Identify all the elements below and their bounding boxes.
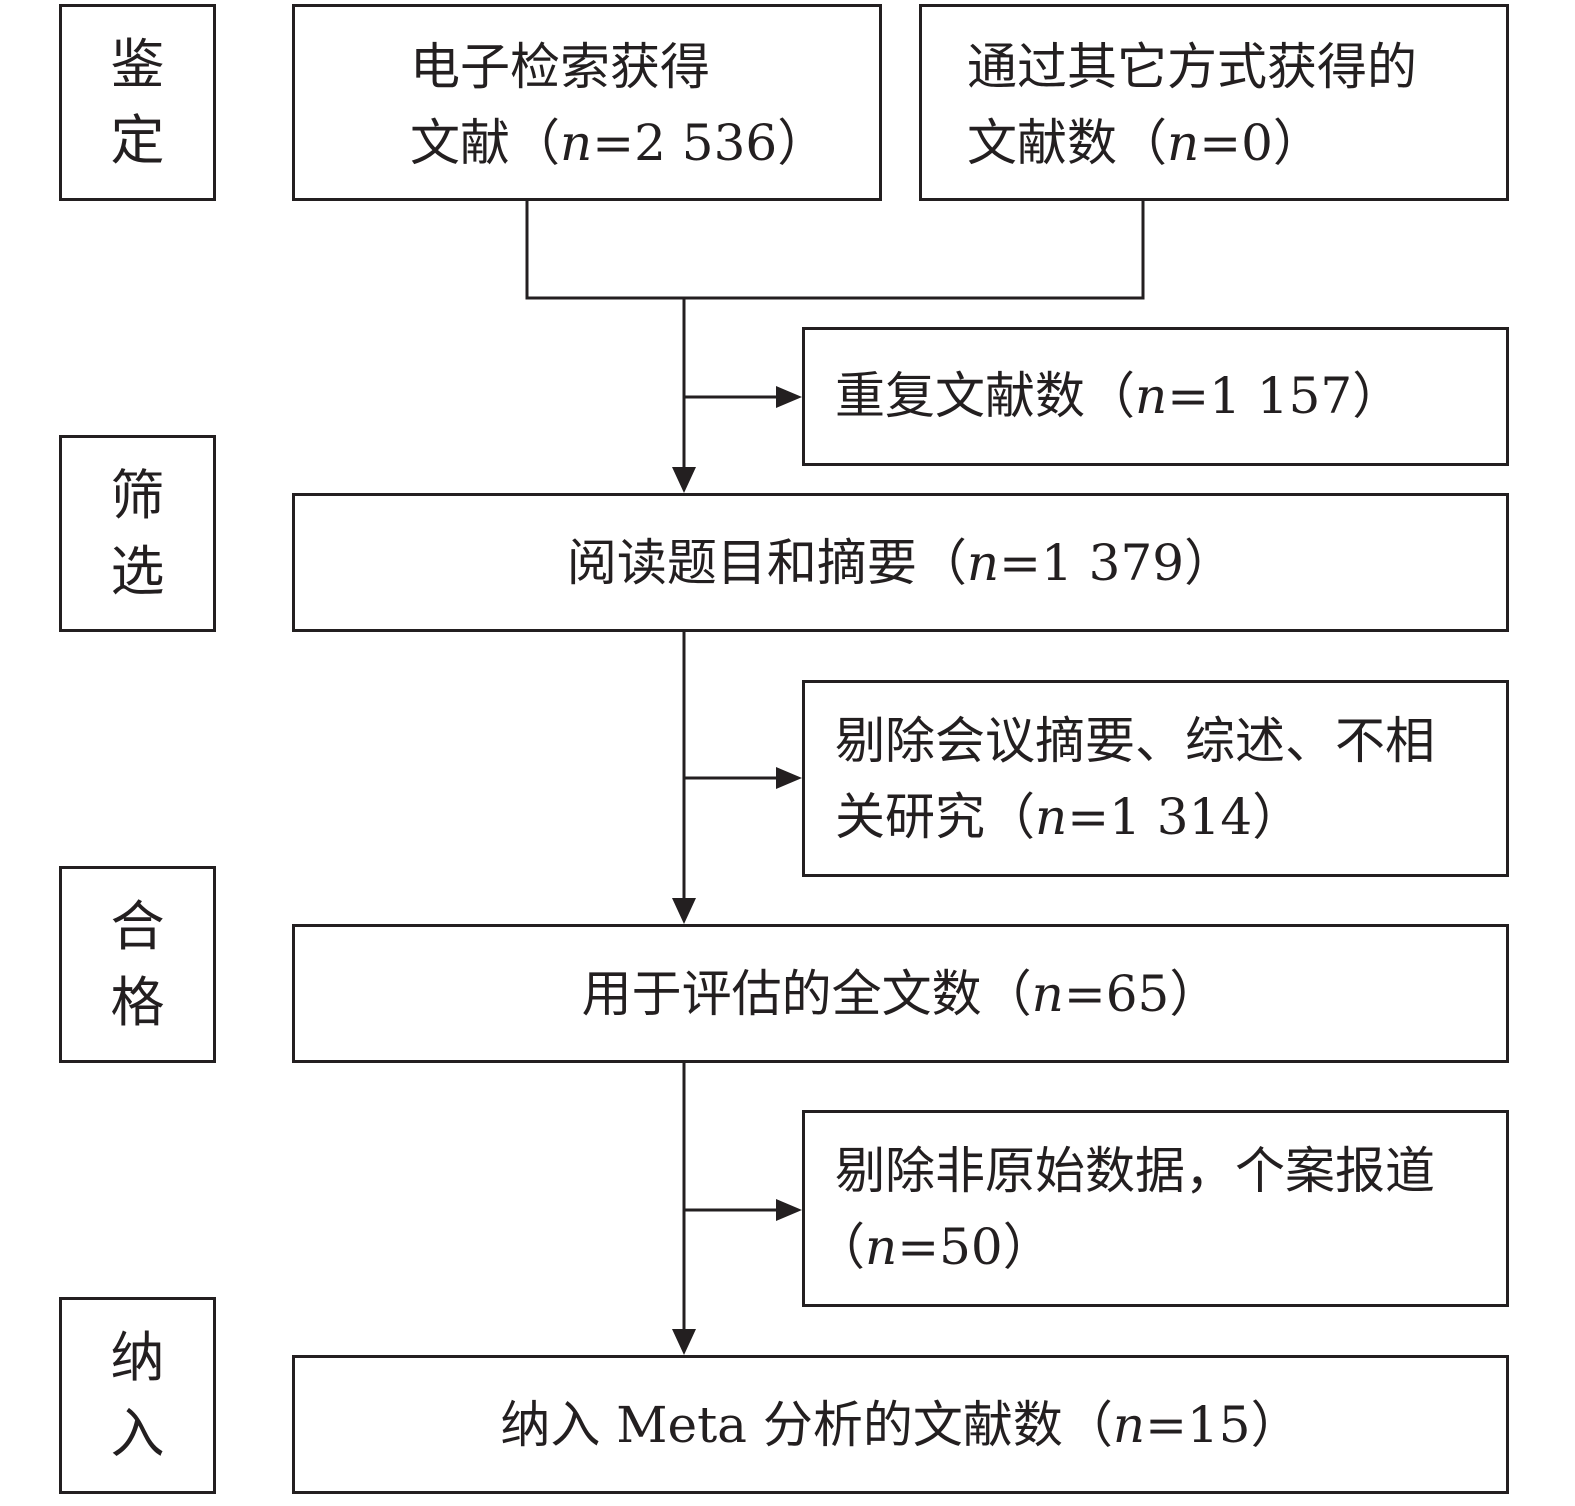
- electronic-search-count: =2 536）: [592, 114, 828, 172]
- excluded-non-original-prefix: （: [815, 1218, 865, 1276]
- title-abstract-text: 阅读题目和摘要（n=1 379）: [567, 525, 1234, 601]
- stage-eligibility: 合 格: [59, 866, 216, 1063]
- electronic-search-line-2: 文献（n=2 536）: [410, 105, 827, 181]
- box-full-text: 用于评估的全文数（n=65）: [292, 924, 1509, 1063]
- meta-included-prefix: 纳入 Meta 分析的文献数（: [500, 1395, 1113, 1454]
- excluded-non-original-line-1: 剔除非原始数据，个案报道: [835, 1142, 1435, 1200]
- stage-identification-char-2: 定: [110, 108, 165, 172]
- full-text-count: =65）: [1063, 964, 1220, 1023]
- electronic-search-line-1: 电子检索获得: [410, 38, 710, 96]
- electronic-search-prefix: 文献（: [410, 114, 560, 172]
- duplicates-count: =1 157）: [1167, 367, 1403, 425]
- full-text-prefix: 用于评估的全文数（: [581, 964, 1032, 1023]
- arrow-down-to-full-text: [672, 898, 696, 924]
- title-abstract-n-symbol: n: [966, 533, 1000, 592]
- title-abstract-count: =1 379）: [999, 533, 1235, 592]
- stage-included-char-2: 入: [110, 1401, 165, 1465]
- other-sources-n-symbol: n: [1167, 114, 1200, 172]
- full-text-text: 用于评估的全文数（n=65）: [582, 956, 1220, 1032]
- box-duplicates: 重复文献数（n=1 157）: [802, 327, 1509, 466]
- excluded-non-original-n-symbol: n: [865, 1218, 898, 1276]
- box-electronic-search: 电子检索获得 文献（n=2 536）: [292, 4, 882, 201]
- box-excluded-reviews: 剔除会议摘要、综述、不相 关研究（n=1 314）: [802, 680, 1509, 877]
- stage-identification: 鉴 定: [59, 4, 216, 201]
- box-meta-included: 纳入 Meta 分析的文献数（n=15）: [292, 1355, 1509, 1494]
- excluded-reviews-line-1: 剔除会议摘要、综述、不相: [835, 712, 1435, 770]
- stage-identification-char-1: 鉴: [110, 32, 165, 96]
- stage-screening-char-2: 选: [110, 539, 165, 603]
- arrow-down-to-title-abstract: [672, 467, 696, 493]
- arrow-right-to-excluded-reviews: [776, 767, 802, 789]
- stage-included: 纳 入: [59, 1297, 216, 1494]
- arrow-down-to-meta-included: [672, 1329, 696, 1355]
- excluded-reviews-n-symbol: n: [1035, 788, 1068, 846]
- stage-included-char-1: 纳: [110, 1325, 165, 1389]
- other-sources-line-2: 文献数（n=0）: [967, 105, 1323, 181]
- meta-included-n-symbol: n: [1112, 1395, 1146, 1454]
- duplicates-prefix: 重复文献数（: [835, 367, 1135, 425]
- stage-eligibility-char-1: 合: [110, 894, 165, 958]
- full-text-n-symbol: n: [1031, 964, 1064, 1023]
- merge-connector: [525, 201, 1145, 300]
- arrow-right-to-excluded-non-original: [776, 1199, 802, 1221]
- excluded-reviews-line-2: 关研究（n=1 314）: [835, 779, 1302, 855]
- duplicates-text: 重复文献数（n=1 157）: [835, 358, 1402, 434]
- stage-screening-char-1: 筛: [110, 463, 165, 527]
- electronic-search-n-symbol: n: [560, 114, 593, 172]
- box-excluded-non-original: 剔除非原始数据，个案报道 （n=50）: [802, 1110, 1509, 1307]
- other-sources-line-1: 通过其它方式获得的: [967, 38, 1417, 96]
- excluded-non-original-count: =50）: [897, 1218, 1053, 1276]
- stage-screening: 筛 选: [59, 435, 216, 632]
- duplicates-n-symbol: n: [1135, 367, 1168, 425]
- stage-eligibility-char-2: 格: [110, 970, 165, 1034]
- meta-included-count: =15）: [1145, 1395, 1301, 1454]
- excluded-non-original-line-2: （n=50）: [815, 1209, 1053, 1285]
- excluded-reviews-prefix: 关研究（: [835, 788, 1035, 846]
- other-sources-prefix: 文献数（: [967, 114, 1167, 172]
- other-sources-count: =0）: [1199, 114, 1323, 172]
- arrow-right-to-duplicates: [776, 386, 802, 408]
- title-abstract-prefix: 阅读题目和摘要（: [566, 533, 967, 592]
- box-other-sources: 通过其它方式获得的 文献数（n=0）: [919, 4, 1509, 201]
- excluded-reviews-count: =1 314）: [1067, 788, 1303, 846]
- box-title-abstract: 阅读题目和摘要（n=1 379）: [292, 493, 1509, 632]
- meta-included-text: 纳入 Meta 分析的文献数（n=15）: [500, 1387, 1300, 1463]
